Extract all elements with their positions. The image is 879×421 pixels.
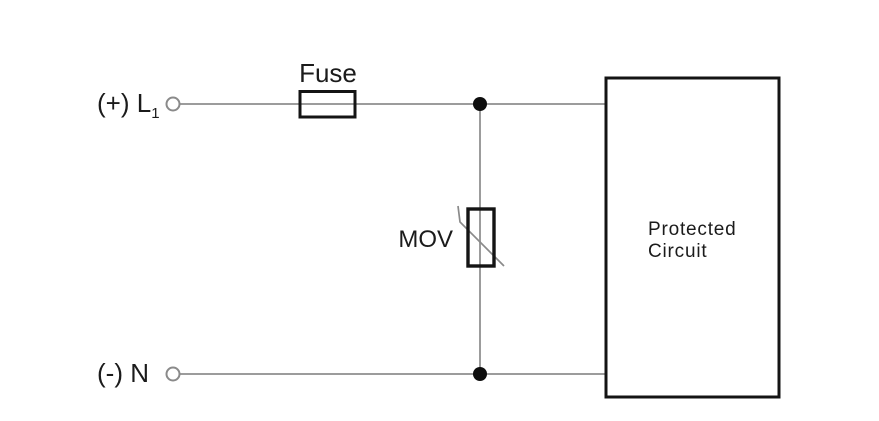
junction-dot-top (473, 97, 487, 111)
label-fuse: Fuse (299, 58, 357, 88)
label-line-positive-main: (+) L (97, 88, 151, 118)
mov-diagonal-stroke (457, 205, 505, 267)
terminal-positive (165, 96, 181, 112)
fuse-symbol (298, 90, 357, 119)
label-mov: MOV (398, 226, 453, 253)
label-protected-circuit-line1: Protected (648, 219, 737, 240)
mov-symbol (466, 207, 496, 268)
label-line-positive-subscript: 1 (151, 105, 159, 122)
label-protected-circuit-line2: Circuit (648, 241, 707, 262)
protected-circuit-box (604, 76, 781, 399)
terminal-negative (165, 366, 181, 382)
junction-dot-bottom (473, 367, 487, 381)
label-line-positive: (+) L1 (97, 88, 160, 122)
label-line-negative: (-) N (97, 358, 149, 388)
